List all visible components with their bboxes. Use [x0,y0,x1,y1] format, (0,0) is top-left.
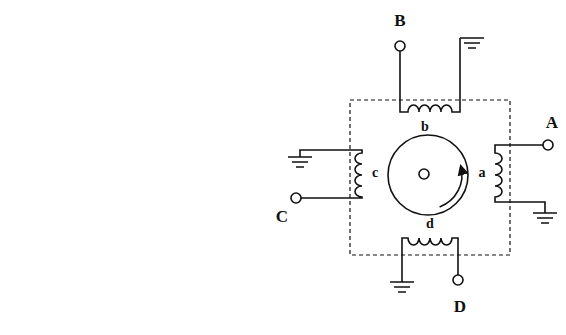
terminal [291,193,301,203]
ground-symbol [390,282,414,292]
coil-label: a [479,166,486,180]
coil-label: d [426,217,434,231]
coil-a [495,145,545,213]
terminal-label: A [546,114,558,131]
terminal [453,275,463,285]
rotor [388,135,468,215]
coil-d [402,238,458,282]
ground-symbol [460,38,484,48]
ground-symbol [288,157,312,167]
coil-b [400,38,460,112]
coil-label: c [372,166,378,180]
terminal [395,41,405,51]
ground-symbol [533,213,557,223]
coil-label: b [421,120,429,134]
rotation-arrow [440,166,462,207]
terminal-label: D [454,298,466,315]
terminal [543,140,553,150]
rotor-shaft [419,169,429,179]
housing-outline [350,100,510,255]
terminal-label: B [394,12,405,29]
terminal-label: C [276,208,288,225]
